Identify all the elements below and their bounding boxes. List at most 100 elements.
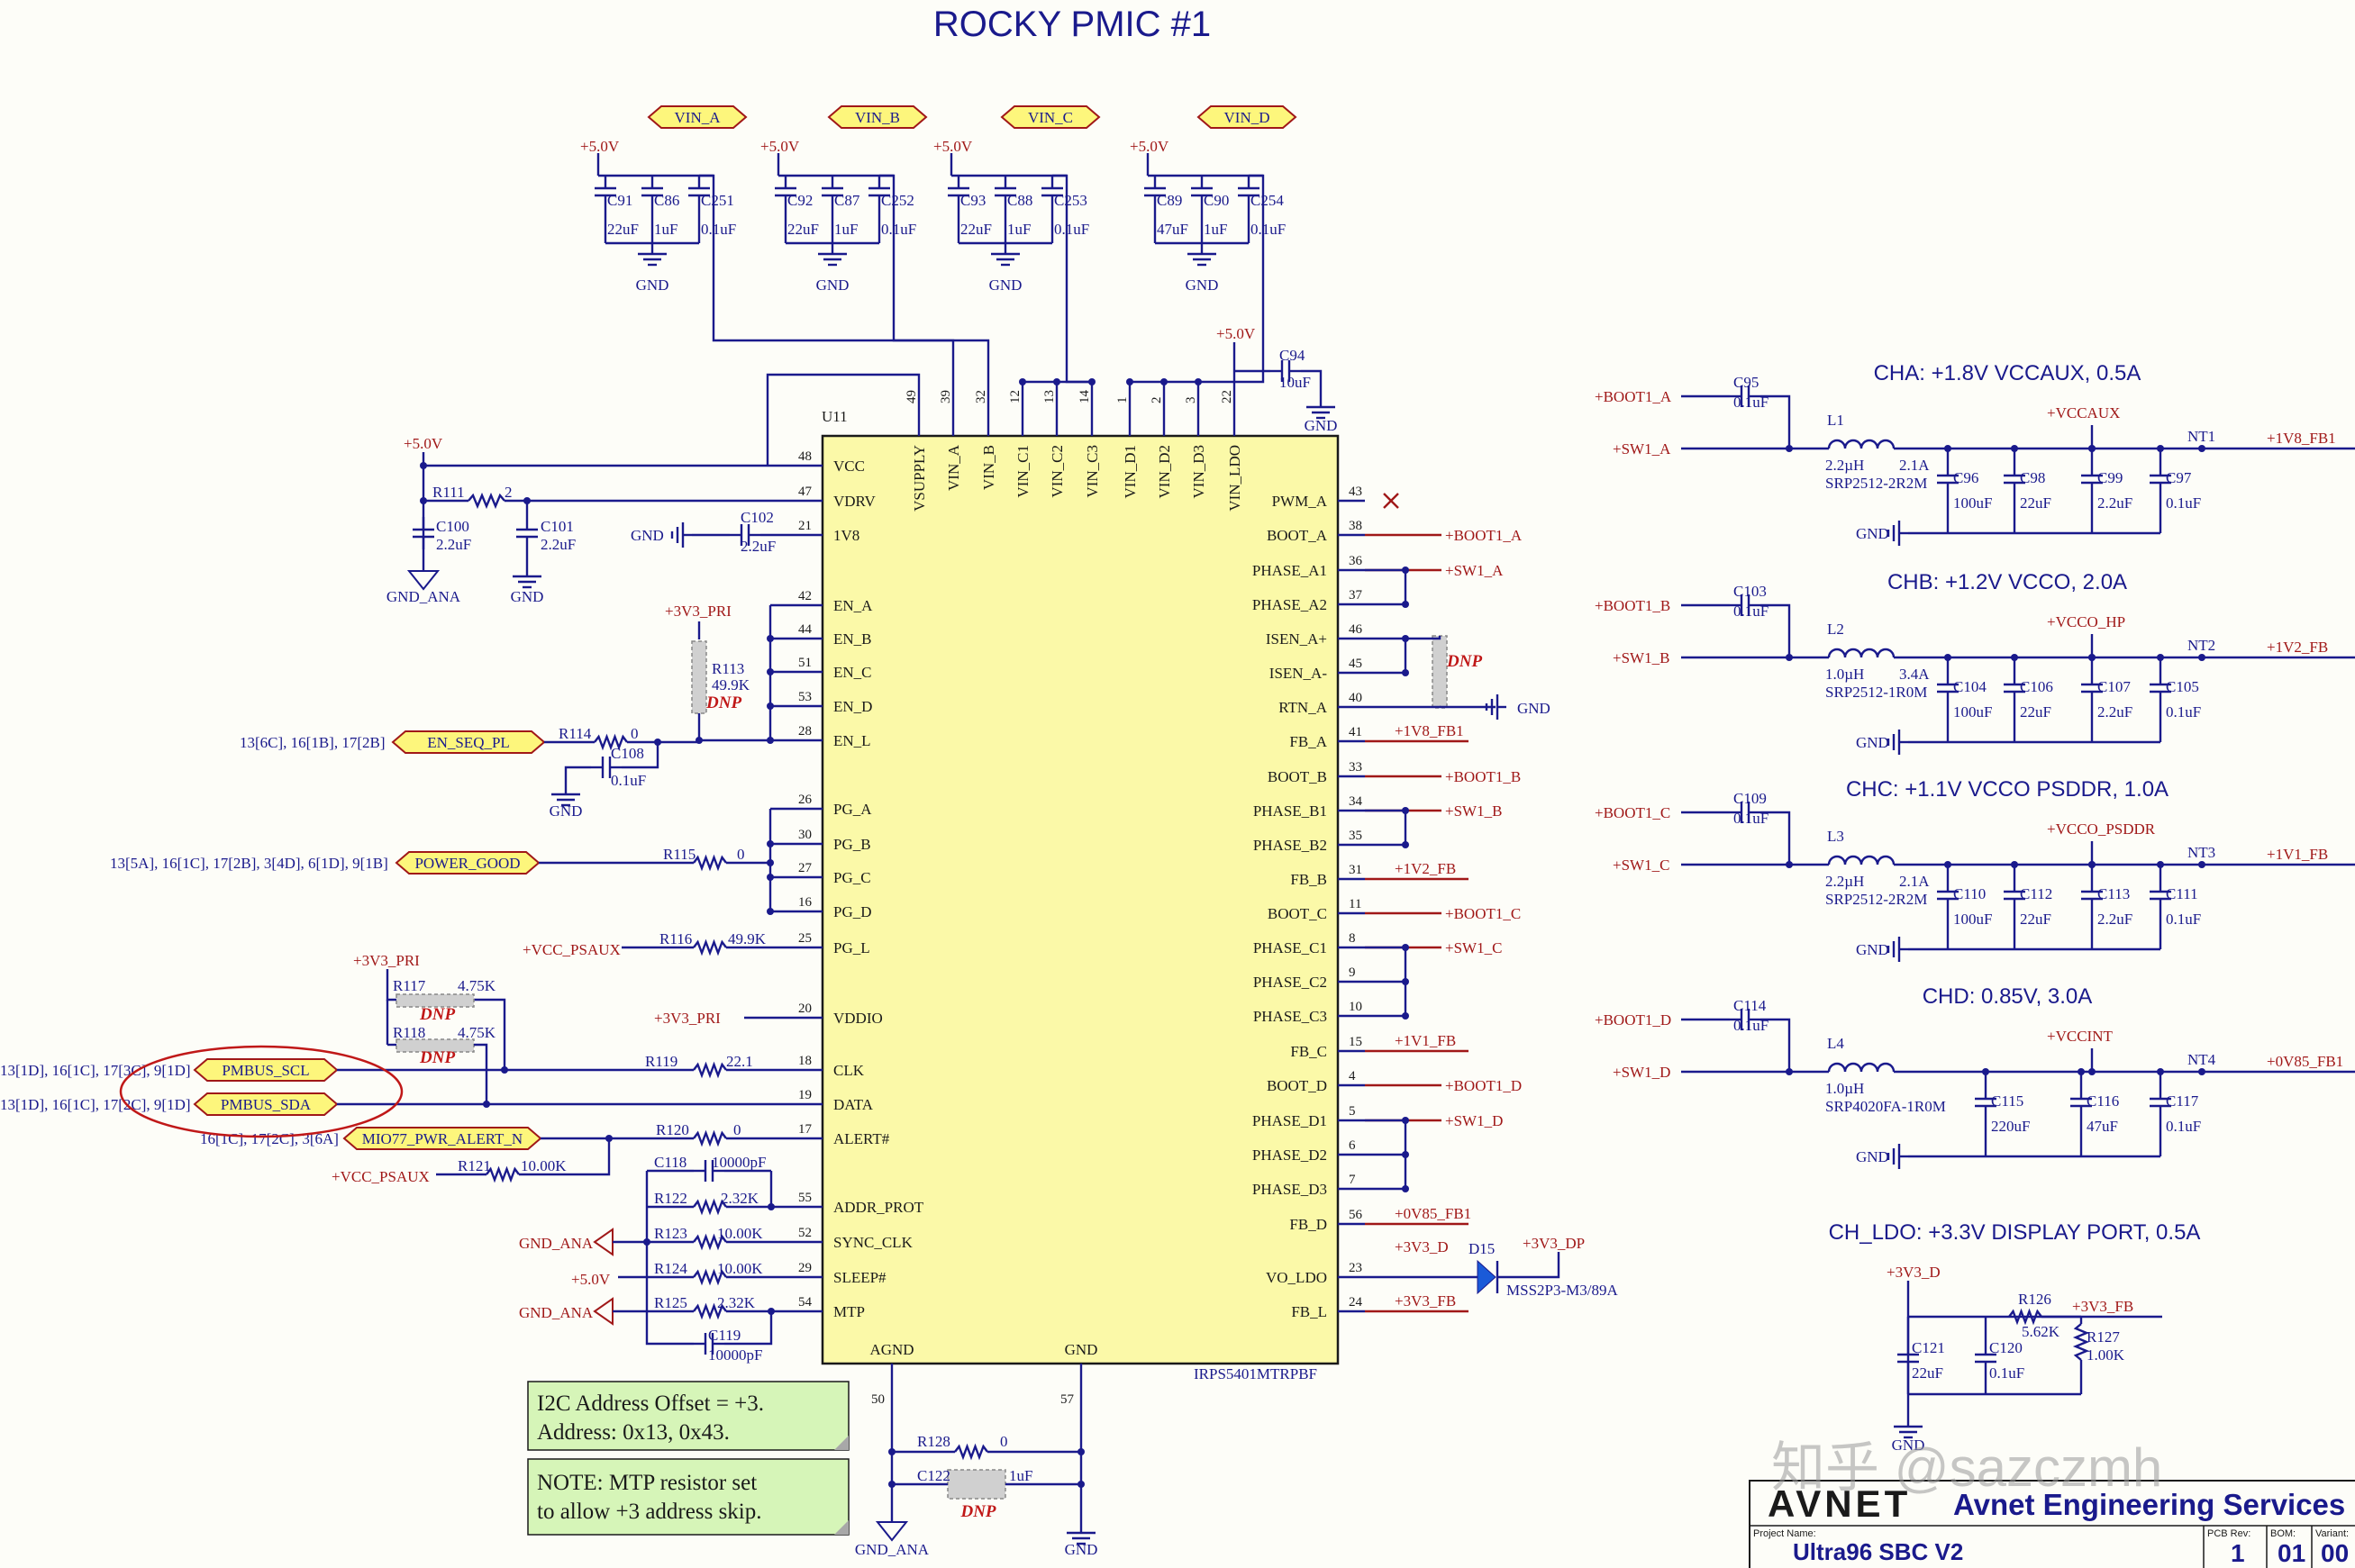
variant-value: 00 [2321, 1539, 2349, 1567]
channel-title: CHA: +1.8V VCCAUX, 0.5A [1874, 361, 2141, 385]
cap-value: 0.1uF [2166, 1118, 2201, 1135]
right-pin-name: VO_LDO [1266, 1269, 1327, 1286]
junction [767, 908, 774, 915]
cap-value: 2.2uF [2097, 911, 2132, 928]
top-pin-number: 12 [1008, 390, 1023, 403]
cap-ref: C105 [2166, 678, 2199, 695]
left-pin-name: PG_B [833, 836, 871, 853]
ic-ref: U11 [822, 408, 848, 425]
top-pin-number: 3 [1184, 397, 1198, 404]
cap-ref: C107 [2097, 678, 2131, 695]
r123-ref: R123 [654, 1225, 687, 1242]
wire [1383, 493, 1399, 509]
junction [2011, 445, 2018, 452]
right-pin-name: PHASE_A2 [1252, 596, 1327, 613]
junction [767, 737, 774, 744]
left-pin-name: PG_D [833, 903, 872, 920]
junction [1402, 841, 1409, 848]
inductor-ref: L3 [1827, 828, 1844, 845]
wire [879, 174, 990, 409]
junction [1077, 1448, 1085, 1455]
wire [1405, 636, 1441, 640]
cboot-ref: C109 [1733, 790, 1767, 807]
junction [1786, 861, 1793, 868]
top-pin-number: 49 [905, 390, 919, 403]
inductor-part: SRP4020FA-1R0M [1825, 1098, 1946, 1115]
c122-ref: C122 [917, 1467, 950, 1484]
feedback-net: +1V2_FB [2267, 639, 2328, 656]
right-pin-number: 35 [1349, 829, 1362, 843]
right-pin-name: BOOT_B [1268, 768, 1327, 785]
left-pin-number: 48 [798, 449, 812, 464]
right-pin-number: 6 [1349, 1138, 1356, 1153]
channel-title: CHB: +1.2V VCCO, 2.0A [1887, 570, 2127, 594]
junction [2157, 1068, 2164, 1075]
vin-net: VIN_B [855, 109, 900, 126]
sda-reference: 13[1D], 16[1C], 17[2C], 9[1D] [0, 1096, 191, 1113]
left-pin-name: VDDIO [833, 1010, 883, 1027]
junction [767, 840, 774, 847]
r118-ref: R118 [393, 1024, 425, 1041]
junction [420, 497, 427, 504]
right-pin-number: 41 [1349, 725, 1362, 739]
scl-reference: 13[1D], 16[1C], 17[3C], 9[1D] [0, 1062, 191, 1079]
vcc-rail: +5.0V [404, 435, 443, 452]
cap-value: 2.2uF [2097, 494, 2132, 512]
vin-net: VIN_C [1028, 109, 1073, 126]
left-pin-number: 19 [798, 1088, 812, 1102]
wire [693, 1061, 727, 1079]
pmbus-scl-net: PMBUS_SCL [222, 1062, 309, 1079]
left-pin-number: 16 [798, 895, 813, 910]
alert-net-flag [342, 1127, 542, 1150]
inductor-part: SRP2512-1R0M [1825, 684, 1927, 701]
r115-ref: R115 [663, 846, 696, 863]
junction [605, 1135, 613, 1142]
bottom-pin-number: 50 [871, 1392, 885, 1407]
left-pin-name: MTP [833, 1303, 865, 1320]
junction [1402, 807, 1409, 814]
right-pin-name: PHASE_D3 [1252, 1181, 1327, 1198]
right-pin-name: BOOT_C [1268, 905, 1327, 922]
left-pin-number: 27 [798, 861, 813, 875]
r115-val: 0 [737, 846, 745, 863]
left-pin-number: 29 [798, 1261, 812, 1275]
inductor-ref: L1 [1827, 412, 1844, 429]
cap-ref: C113 [2097, 885, 2130, 902]
right-pin-name: PHASE_A1 [1252, 562, 1327, 579]
note-mtp-line2: to allow +3 address skip. [537, 1500, 762, 1524]
ic-pins: 49VSUPPLY39VIN_A32VIN_B12VIN_C113VIN_C21… [796, 390, 1365, 1407]
cap-value: 1uF [1007, 221, 1031, 238]
right-pin-name: FB_L [1291, 1303, 1327, 1320]
right-net-label: +SW1_A [1445, 562, 1504, 579]
left-pin-name: ADDR_PROT [833, 1199, 924, 1216]
junction [767, 859, 774, 866]
inductor-val: 1.0µH [1825, 666, 1864, 683]
cap-ref: C94 [1279, 347, 1305, 364]
inductor [1827, 1062, 1896, 1073]
cap-value: 1uF [1204, 221, 1227, 238]
junction [1402, 978, 1409, 985]
left-pin-number: 26 [798, 793, 813, 807]
wire [693, 1302, 727, 1320]
left-pin-number: 18 [798, 1054, 812, 1068]
left-pin-name: VDRV [833, 493, 877, 510]
ldo-rail-label: +5.0V [1216, 325, 1256, 342]
junction [2011, 654, 2018, 661]
wire [693, 938, 727, 956]
junction [2088, 445, 2096, 452]
right-pin-number: 36 [1349, 554, 1363, 568]
right-net-label: +SW1_D [1445, 1112, 1503, 1129]
cap-ref: C106 [2020, 678, 2053, 695]
bottom-pin-number: 57 [1060, 1392, 1075, 1407]
power-good-net: POWER_GOOD [414, 855, 520, 872]
gnd-label: GND [816, 276, 850, 294]
right-net-label: +BOOT1_C [1445, 905, 1521, 922]
junction [1402, 1185, 1409, 1192]
title-block: AVNET Avnet Engineering Services Project… [1749, 1480, 2355, 1568]
cap-ref: C104 [1953, 678, 1987, 695]
cap-ref: C99 [2097, 469, 2123, 486]
sw-net: +SW1_B [1613, 649, 1669, 666]
r114-ref: R114 [559, 725, 592, 742]
